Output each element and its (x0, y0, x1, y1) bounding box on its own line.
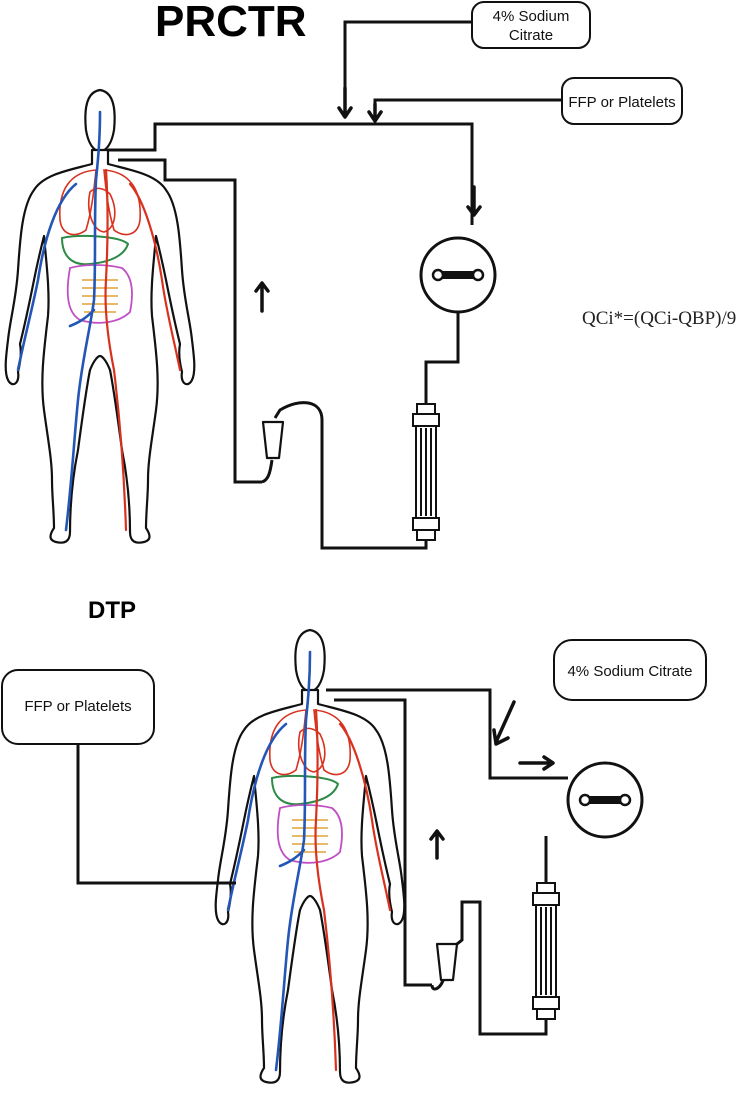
prctr-return-line (108, 122, 474, 225)
dtp-filter-to-drip-line (451, 900, 548, 1036)
dtp-ffp-line (76, 744, 236, 885)
prctr-drip-outlet-line (261, 459, 274, 484)
prctr-flow-down-arrow-icon (466, 185, 482, 217)
prctr-patient (4, 88, 196, 544)
prctr-pump-to-filter-line (424, 312, 460, 404)
dtp-ffp-box: FFP or Platelets (1, 669, 155, 745)
dtp-drip-chamber-icon (435, 942, 459, 982)
prctr-citrate-label-line1: 4% Sodium (493, 8, 570, 25)
prctr-access-line (118, 158, 262, 484)
prctr-formula: QCi*=(QCi-QBP)/9 (582, 308, 736, 329)
prctr-pump-icon (419, 236, 497, 314)
prctr-filter-icon (412, 403, 440, 541)
prctr-citrate-arrow-icon (337, 86, 353, 119)
prctr-ffp-line (373, 98, 562, 118)
dtp-citrate-label: 4% Sodium Citrate (567, 663, 692, 680)
dtp-flow-right-arrow-icon (518, 755, 555, 771)
dtp-title: DTP (88, 597, 136, 624)
dtp-patient (214, 628, 406, 1084)
dtp-flow-up-arrow-icon (429, 829, 445, 860)
dtp-access-line (326, 688, 568, 780)
prctr-title: PRCTR (155, 0, 307, 46)
prctr-citrate-box: 4% Sodium Citrate (471, 1, 591, 49)
prctr-drip-chamber-icon (261, 420, 285, 460)
prctr-ffp-label: FFP or Platelets (568, 94, 675, 111)
dtp-filter-icon (532, 882, 560, 1020)
dtp-citrate-arrow-icon (492, 700, 516, 746)
prctr-flow-up-arrow-icon (254, 281, 270, 313)
prctr-ffp-box: FFP or Platelets (561, 77, 683, 125)
prctr-citrate-line (343, 20, 474, 116)
dtp-return-line (334, 698, 432, 987)
prctr-ffp-arrow-icon (367, 102, 383, 123)
prctr-citrate-label-line2: Citrate (509, 27, 553, 44)
dtp-ffp-label: FFP or Platelets (24, 698, 131, 715)
dtp-pump-icon (566, 761, 644, 839)
prctr-filter-to-drip-line (273, 401, 428, 550)
dtp-citrate-box: 4% Sodium Citrate (553, 639, 707, 701)
